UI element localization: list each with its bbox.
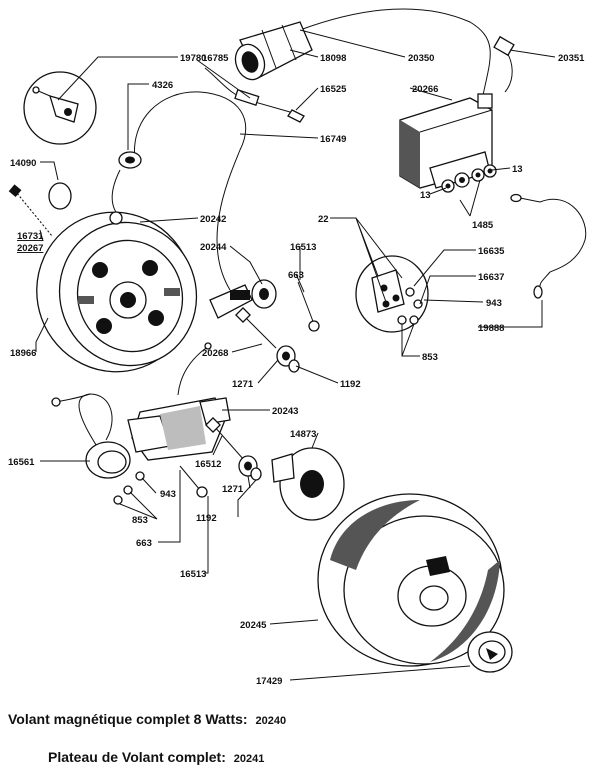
leader-lines [35,29,556,681]
part-label-18966: 18966 [10,348,36,359]
part-label-853-upper: 853 [422,352,438,363]
part-label-20268: 20268 [202,348,228,359]
screw-20268 [235,307,277,349]
part-label-16525: 16525 [320,84,347,95]
part-label-22: 22 [318,214,329,225]
caption-line-1-number: 20240 [255,715,286,727]
contact-breaker [209,279,277,319]
wire-stator-to-coil [177,347,207,396]
part-label-1271-lower: 1271 [222,484,244,495]
part-label-943-upper: 943 [486,298,502,309]
part-label-1192-upper: 1192 [340,379,361,390]
part-label-20245: 20245 [240,620,267,631]
part-label-20351: 20351 [558,53,585,64]
part-label-14090: 14090 [10,158,36,169]
lead-wire-16525 [204,67,305,123]
part-label-20350: 20350 [408,53,434,64]
part-label-943-lower: 943 [160,489,176,500]
caption-line-2-number: 20241 [234,753,265,765]
part-label-1485: 1485 [472,220,494,231]
wire-19888 [510,193,587,299]
screw-663-upper [297,281,320,332]
part-label-13-right: 13 [512,164,523,175]
nut-1271-upper [276,345,300,373]
flywheel-rotor [317,493,505,667]
part-label-16513-lower: 16513 [180,569,206,580]
caption-line-2: Plateau de Volant complet: 20241 [48,749,264,765]
terminal-block [355,255,429,333]
part-label-16512: 16512 [195,459,221,470]
cam-14873 [271,447,345,521]
part-label-20244: 20244 [200,242,227,253]
ht-cable [299,8,515,101]
screw-663-lower [179,465,208,498]
generating-coil [127,397,231,461]
caption-line-2-text: Plateau de Volant complet: [48,749,226,765]
part-label-663-upper: 663 [288,270,304,281]
part-label-4326: 4326 [152,80,173,91]
ignition-coil [399,93,493,189]
condenser-hardware [113,471,145,505]
detail-inset-19780 [23,71,97,145]
part-label-16749: 16749 [320,134,346,145]
part-label-20243: 20243 [272,406,298,417]
part-label-16513-upper: 16513 [290,242,316,253]
nut-1271-lower [238,455,262,481]
part-label-16637: 16637 [478,272,504,283]
long-screw-16731 [8,184,53,237]
part-label-16561: 16561 [8,457,35,468]
part-label-13-left: 13 [420,190,431,201]
part-label-853-lower: 853 [132,515,148,526]
part-label-20267: 20267 [17,243,43,254]
o-ring-14090 [48,182,72,210]
part-label-20242: 20242 [200,214,226,225]
coil-mount-hardware [441,164,497,193]
part-label-1271-upper: 1271 [232,379,254,390]
part-label-663-lower: 663 [136,538,152,549]
part-label-20266: 20266 [412,84,438,95]
caption-line-1-text: Volant magnétique complet 8 Watts: [8,711,248,727]
bolt-16512 [205,417,245,461]
cap-17429 [467,631,513,673]
part-label-19888: 19888 [478,323,504,334]
spark-plug-cap [234,21,313,81]
part-label-16635: 16635 [478,246,505,257]
caption-line-1: Volant magnétique complet 8 Watts: 20240 [8,711,286,727]
part-label-1192-lower: 1192 [196,513,217,524]
condenser-16561 [51,393,131,479]
part-label-19780: 19780 [180,53,206,64]
stator-plate [36,211,198,373]
part-label-17429: 17429 [256,676,282,687]
part-label-16785: 16785 [202,53,229,64]
part-label-14873: 14873 [290,429,316,440]
part-label-18098: 18098 [320,53,346,64]
part-label-16731: 16731 [17,231,44,242]
